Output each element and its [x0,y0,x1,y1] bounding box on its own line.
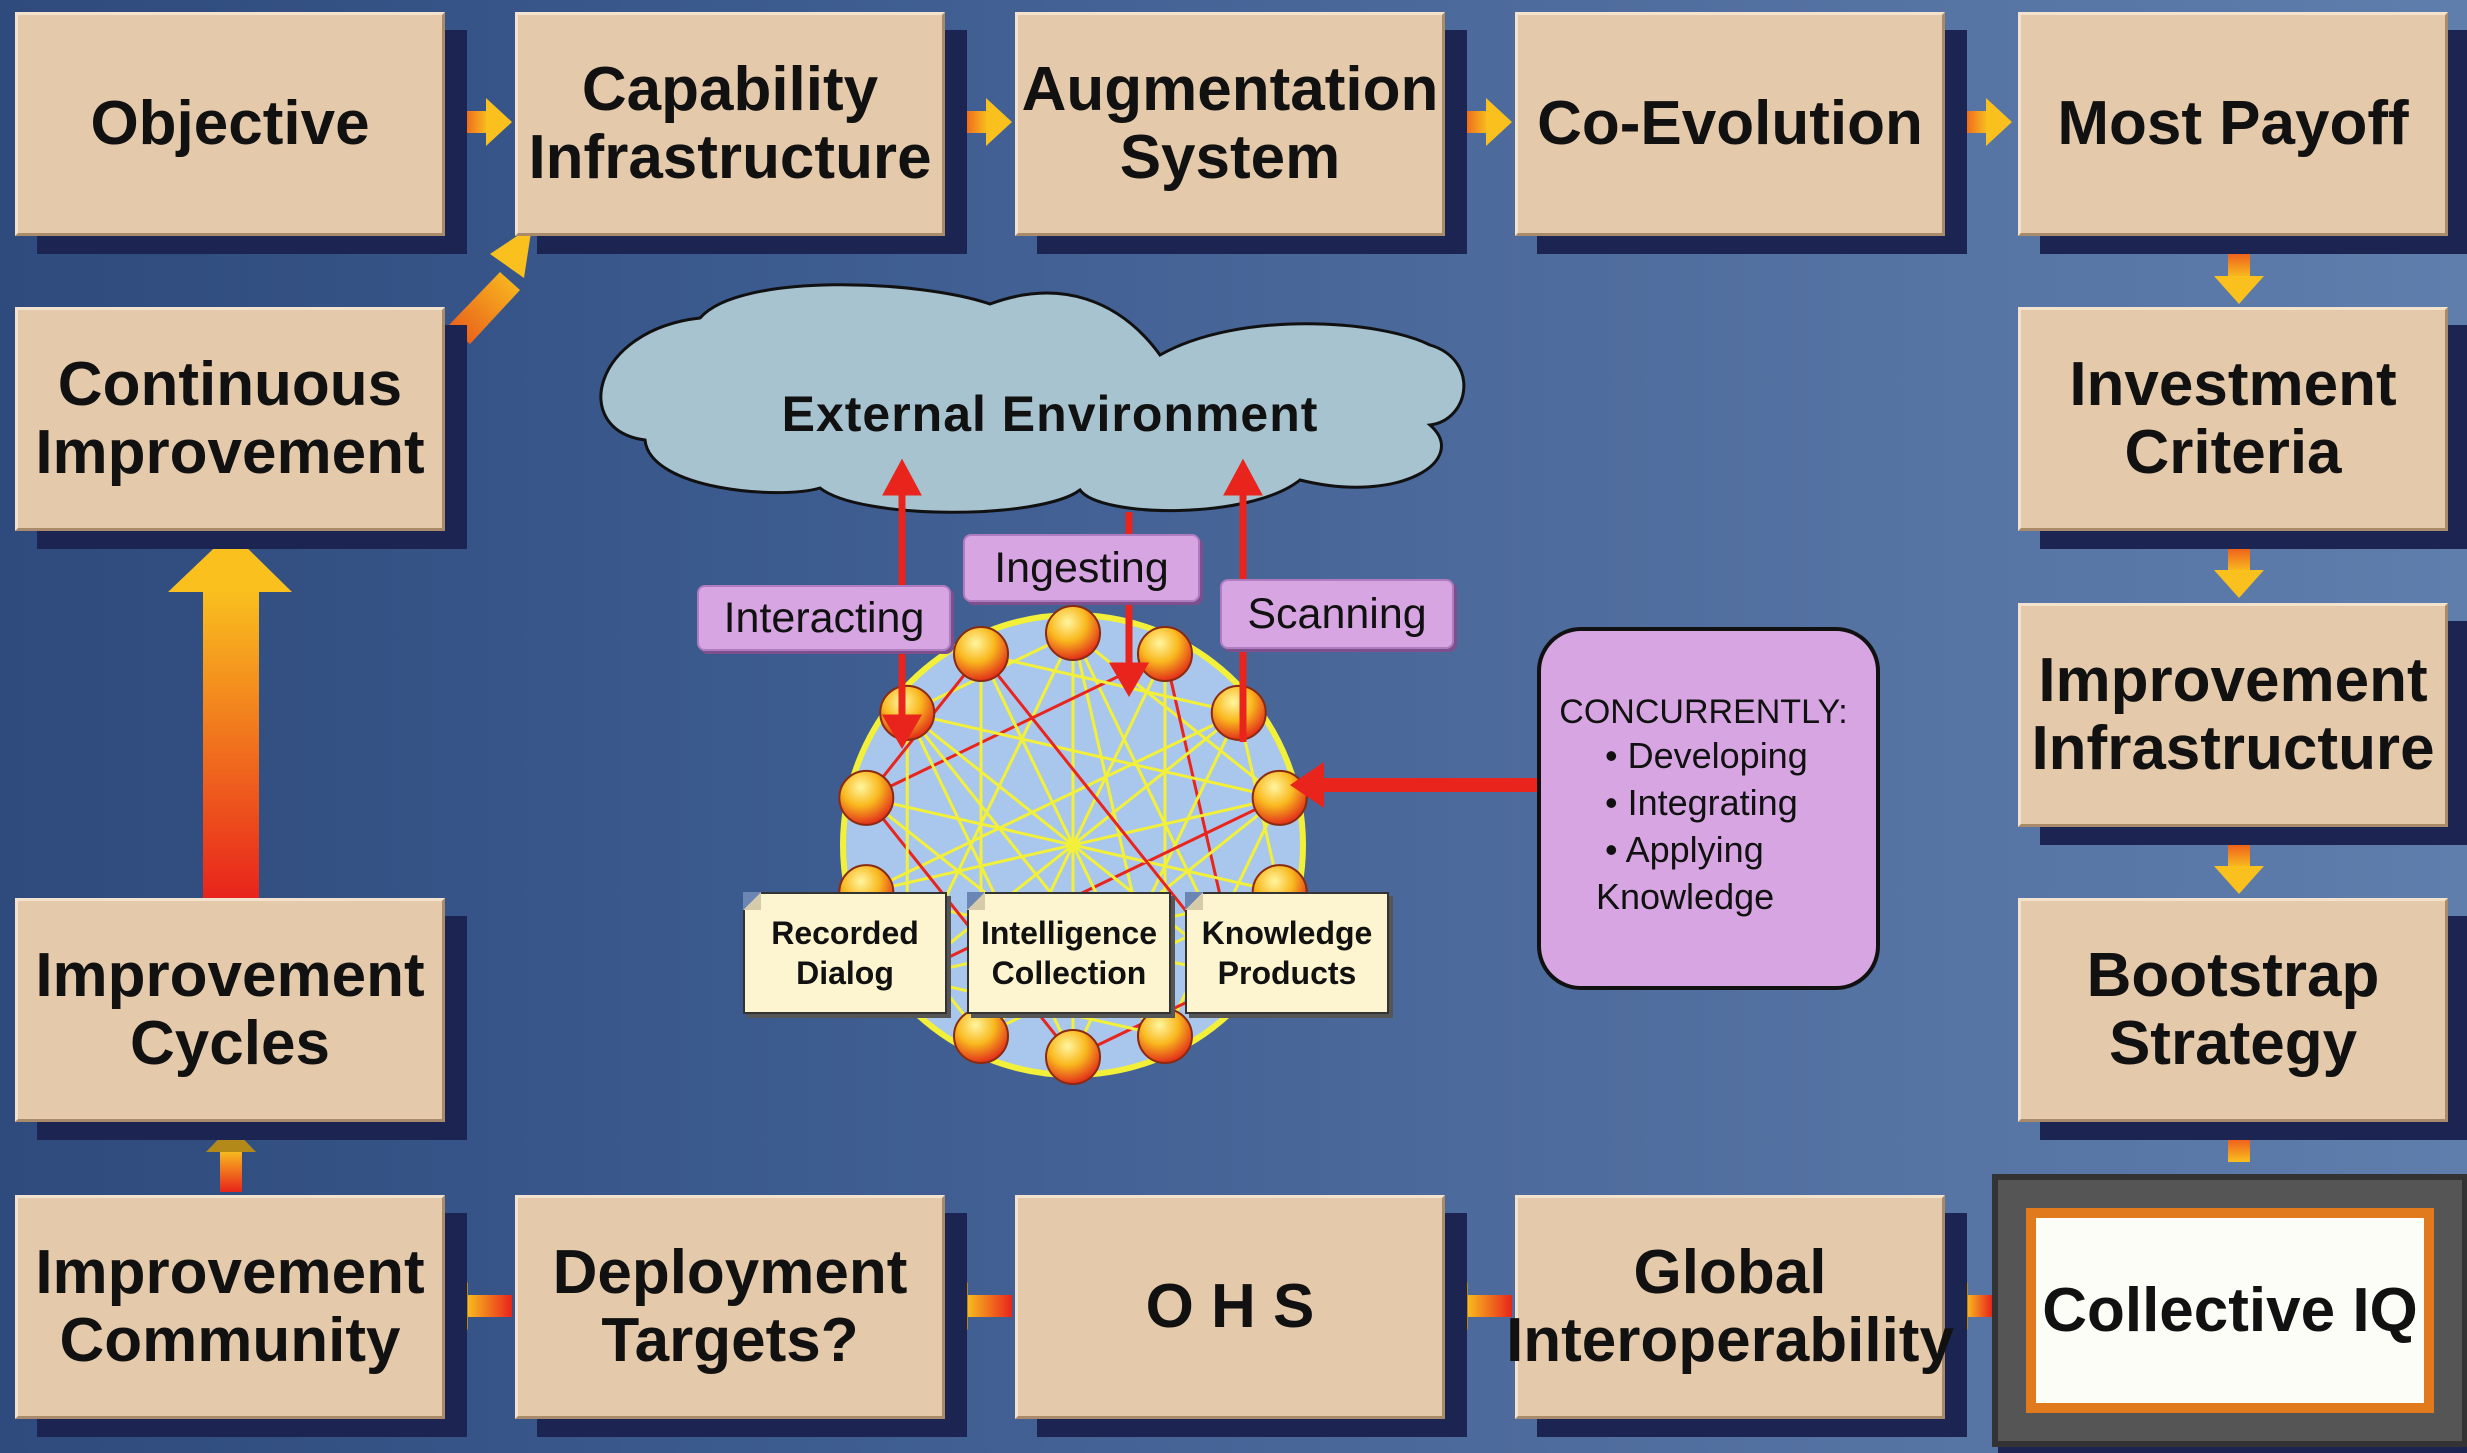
concurrently-item-integrating: • Integrating [1605,782,1798,823]
label-interacting: Interacting [697,585,951,651]
box-improvement-community: Improvement Community [15,1195,445,1419]
network-link [1072,631,1281,799]
network-node [1045,605,1101,661]
box-bootstrap-strategy: Bootstrap Strategy [2018,898,2448,1122]
box-objective: Objective [15,12,445,236]
box-global-interoperability: Global Interoperability [1506,1195,1954,1419]
network-link [980,652,1240,715]
arrow-global-to-ohs [1444,1282,1512,1330]
box-investment-criteria: Investment Criteria [2018,307,2448,531]
arrow-deployment-to-community [444,1282,512,1330]
network-node [1136,625,1193,682]
arrow-continuous-to-capability [448,226,532,344]
box-capability-infrastructure: Capability Infrastructure [515,12,945,236]
arrow-concurrently-to-network [1290,762,1540,808]
external-environment-cloud [599,283,1466,514]
arrow-capability-to-augmentation [948,98,1012,146]
concurrently-item-developing: • Developing [1605,735,1808,776]
arrow-objective-to-capability [448,98,512,146]
arrow-cycles-to-continuous [168,532,292,898]
box-collective-iq: Collective IQ [1998,1180,2462,1441]
arrow-collective-iq-to-global [1944,1282,1992,1330]
arrow-bootstrap-to-collective-iq [2228,1126,2250,1162]
arrow-improvement-infra-to-bootstrap [2214,830,2264,894]
network-node [953,625,1010,682]
concurrently-item-applying: • Applying [1605,829,1764,870]
box-deployment-targets: Deployment Targets? [515,1195,945,1419]
concurrently-item-knowledge: Knowledge [1596,876,1775,917]
network-node [1251,769,1308,826]
network-node [1210,684,1267,741]
box-co-evolution: Co-Evolution [1515,12,1945,236]
network-node [953,1008,1010,1065]
label-scanning: Scanning [1220,579,1454,649]
label-ingesting: Ingesting [963,534,1200,602]
network-node [838,769,895,826]
arrow-investment-to-improvement-infra [2214,534,2264,598]
box-ohs: O H S [1015,1195,1445,1419]
box-most-payoff: Most Payoff [2018,12,2448,236]
arrow-augmentation-to-coevolution [1448,98,1512,146]
external-environment-title: External Environment [781,386,1319,442]
doc-intelligence-collection: Intelligence Collection [967,892,1171,1014]
doc-knowledge-products: Knowledge Products [1185,892,1389,1014]
network-node [1045,1029,1101,1085]
concurrently-heading: CONCURRENTLY: [1559,693,1848,731]
network-node [1136,1008,1193,1065]
concurrently-box: CONCURRENTLY: • Developing • Integrating… [1537,627,1880,990]
arrow-payoff-to-investment [2214,238,2264,304]
arrow-community-to-cycles [206,1126,256,1192]
box-improvement-cycles: Improvement Cycles [15,898,445,1122]
doc-recorded-dialog: Recorded Dialog [743,892,947,1014]
box-augmentation-system: Augmentation System [1015,12,1445,236]
arrow-coevolution-to-payoff [1948,98,2012,146]
network-link [906,711,1281,800]
arrow-ohs-to-deployment [944,1282,1012,1330]
box-continuous-improvement: Continuous Improvement [15,307,445,531]
box-improvement-infrastructure: Improvement Infrastructure [2018,603,2448,827]
